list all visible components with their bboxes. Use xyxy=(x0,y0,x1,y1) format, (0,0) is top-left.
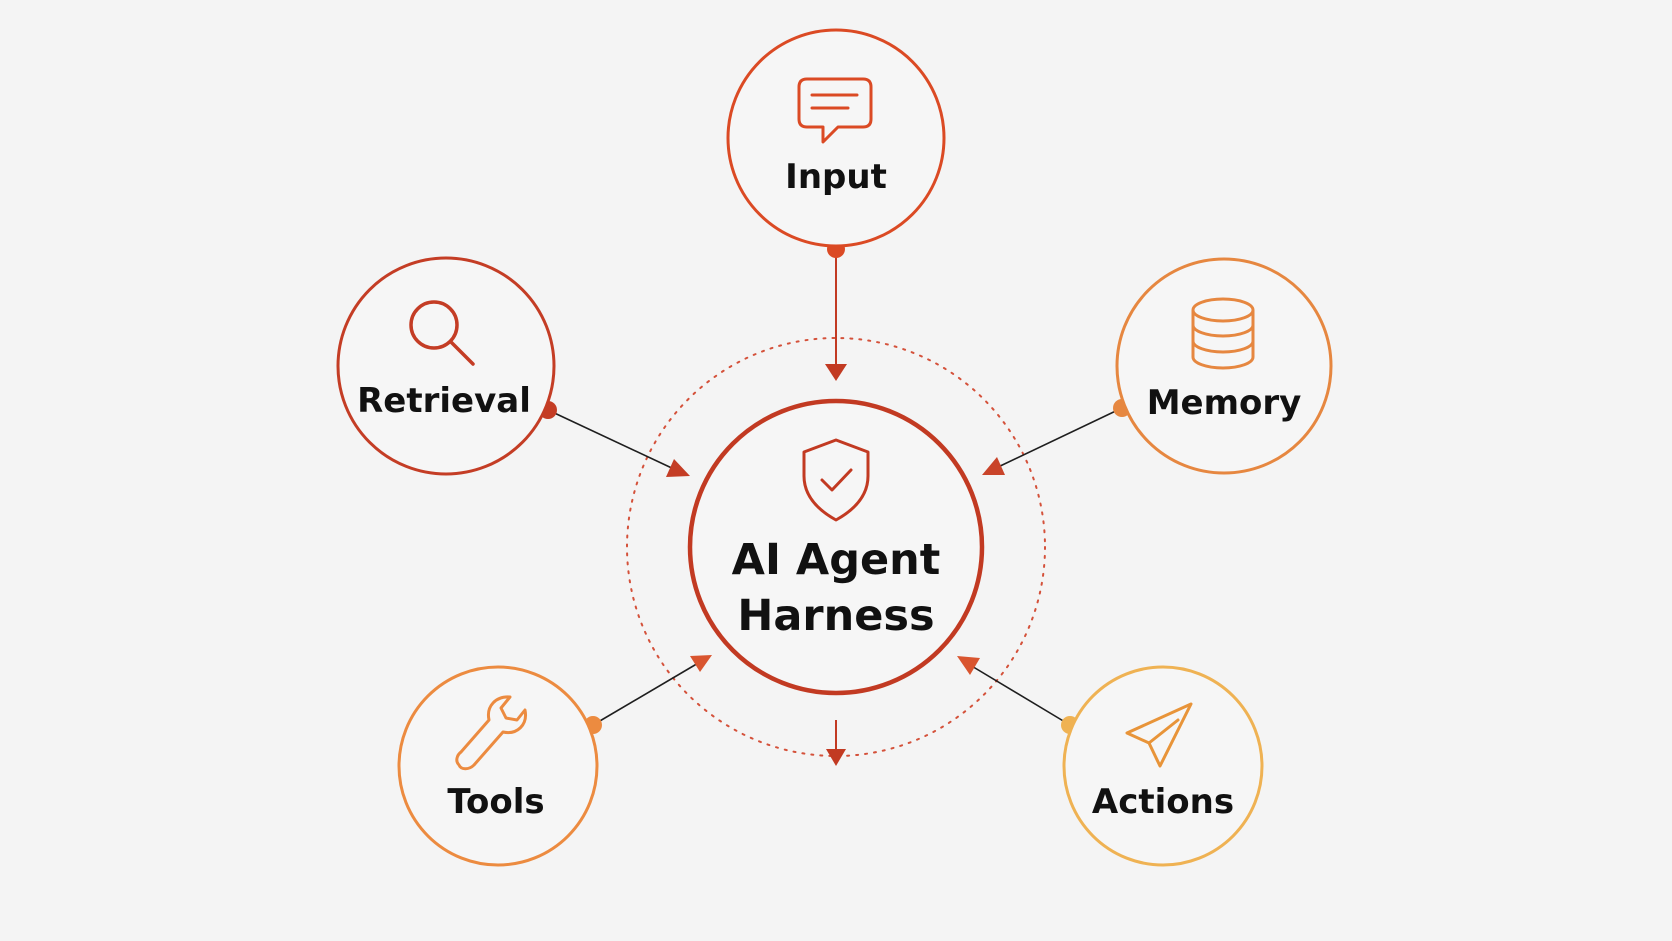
actions-node: Actions xyxy=(1062,665,1264,867)
database-icon xyxy=(1191,297,1255,370)
arrowhead-retrieval xyxy=(666,459,690,477)
tools-node: Tools xyxy=(397,665,599,867)
memory-node: Memory xyxy=(1115,257,1333,475)
hub-circle xyxy=(687,398,985,696)
connector-retrieval xyxy=(539,401,690,477)
retrieval-node: Retrieval xyxy=(336,256,556,476)
hub-label-line1: AI Agent xyxy=(732,535,941,585)
memory-label: Memory xyxy=(1147,383,1302,423)
connector-output xyxy=(826,720,846,766)
actions-circle xyxy=(1062,665,1264,867)
orbit-ring xyxy=(626,337,1046,757)
arrowhead-memory xyxy=(982,457,1005,475)
input-label: Input xyxy=(785,157,887,197)
hub-node: AI Agent Harness xyxy=(687,398,985,696)
arrowhead-tools xyxy=(690,655,712,672)
paper-plane-icon xyxy=(1125,702,1193,768)
arrowhead-actions xyxy=(957,656,980,675)
retrieval-label: Retrieval xyxy=(357,381,531,421)
input-node: Input xyxy=(726,28,946,248)
input-circle xyxy=(726,28,946,248)
tools-circle xyxy=(397,665,599,867)
connector-actions xyxy=(957,656,1079,734)
tools-label: Tools xyxy=(447,782,544,822)
retrieval-circle xyxy=(336,256,556,476)
shield-check-icon xyxy=(802,438,870,522)
arrowhead-output xyxy=(826,749,846,766)
connector-input xyxy=(825,240,847,381)
chat-bubble-icon xyxy=(797,77,873,144)
hub-label-line2: Harness xyxy=(737,591,934,641)
connector-memory xyxy=(982,399,1131,475)
actions-label: Actions xyxy=(1092,782,1234,822)
wrench-icon xyxy=(455,695,527,771)
search-icon xyxy=(409,300,475,366)
connector-tools xyxy=(584,655,712,734)
arrowhead-input xyxy=(825,364,847,381)
memory-circle xyxy=(1115,257,1333,475)
